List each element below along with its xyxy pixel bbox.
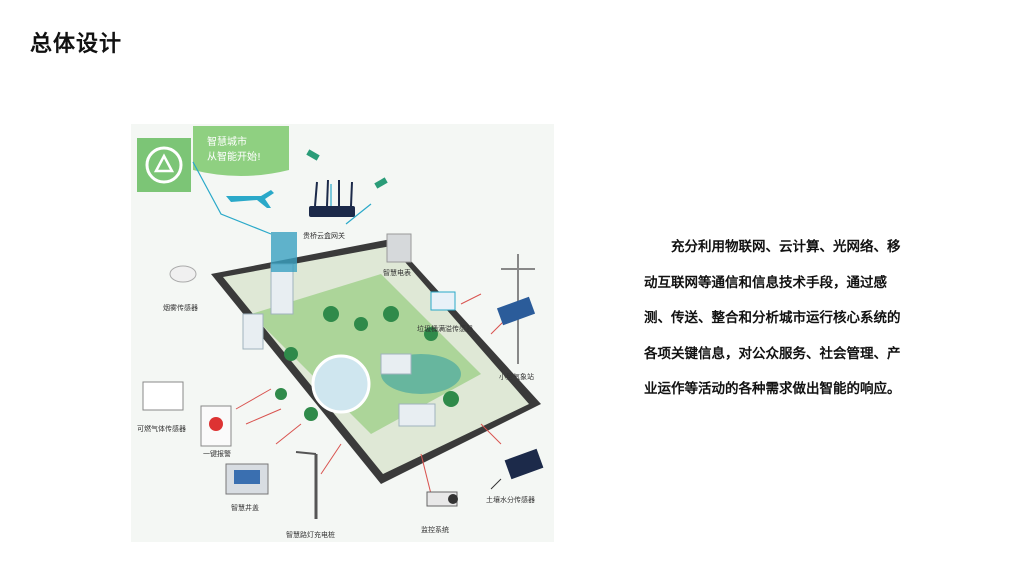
- weather-station-icon: [496, 254, 536, 364]
- label-weather: 小型气象站: [499, 372, 534, 381]
- soil-sensor-icon: [490, 448, 544, 490]
- meter-icon: [386, 233, 412, 263]
- description-text: 充分利用物联网、云计算、光网络、移动互联网等通信和信息技术手段，通过感测、传送、…: [644, 230, 906, 408]
- streetlight-icon: [295, 451, 318, 519]
- banner-line2: 从智能开始!: [207, 150, 261, 163]
- alarm-button-icon: [200, 405, 232, 447]
- smoke-detector-icon: [169, 265, 197, 283]
- label-garbage: 垃圾桶满溢传感器: [417, 324, 473, 333]
- page-title: 总体设计: [30, 32, 123, 57]
- recycle-icon: [137, 138, 191, 192]
- gas-sensor-icon: [142, 381, 184, 411]
- label-manhole: 智慧井盖: [231, 503, 259, 512]
- satellite-icon: [306, 149, 388, 189]
- label-smoke: 烟雾传感器: [163, 303, 198, 312]
- garbage-sensor-icon: [430, 291, 456, 311]
- banner-line1: 智慧城市: [207, 135, 247, 148]
- airplane-icon: [226, 190, 274, 208]
- router-icon: [309, 179, 355, 217]
- label-soil: 土壤水分传感器: [486, 495, 535, 504]
- label-alarm: 一键报警: [203, 449, 231, 458]
- label-gateway: 贵桥云盒网关: [303, 231, 345, 240]
- banner: 智慧城市 从智能开始!: [193, 126, 289, 176]
- manhole-icon: [225, 463, 269, 495]
- label-streetlight: 智慧路灯充电桩: [286, 530, 335, 539]
- description-paragraph: 充分利用物联网、云计算、光网络、移动互联网等通信和信息技术手段，通过感测、传送、…: [644, 239, 901, 397]
- camera-icon: [426, 491, 458, 507]
- smart-city-illustration: 智慧城市 从智能开始!: [131, 124, 554, 542]
- tablet: [211, 232, 541, 484]
- label-gas: 可燃气体传感器: [137, 424, 186, 433]
- label-camera: 监控系统: [421, 525, 449, 534]
- label-meter: 智慧电表: [383, 268, 411, 277]
